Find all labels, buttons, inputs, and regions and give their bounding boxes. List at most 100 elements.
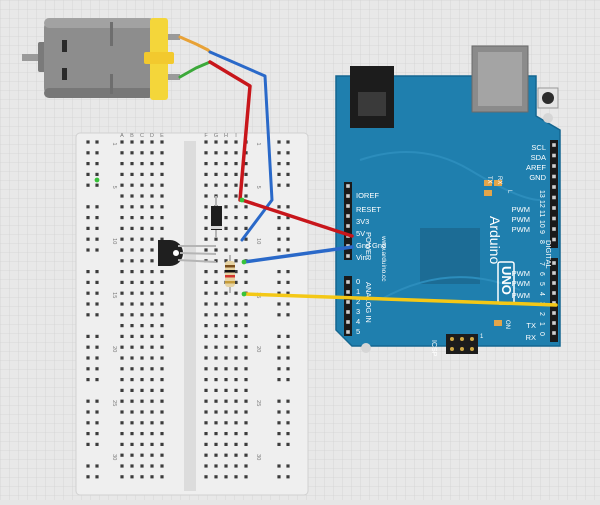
wire-yellow-pin2 [242,292,558,307]
breadboard-hole [150,442,154,446]
breadboard-hole [224,421,228,425]
breadboard-hole [214,388,218,392]
breadboard-hole [140,216,144,220]
breadboard-rail-hole [286,378,290,382]
breadboard-rail-hole [95,280,99,284]
header-pin [346,204,350,208]
breadboard-hole [120,464,124,468]
breadboard-hole [204,205,208,209]
breadboard-rail-hole [86,334,90,338]
breadboard-hole [130,475,134,479]
breadboard-hole [214,151,218,155]
diode-stripe [211,226,222,229]
header-pin [346,310,350,314]
breadboard-row-number: 1 [111,142,117,145]
label-pwm-1: PWM [512,205,530,214]
breadboard-rail-hole [86,291,90,295]
digital-pin-number: 12 [538,200,545,208]
breadboard-hole [160,453,164,457]
arduino-model: UNO [499,266,514,295]
breadboard-hole [140,140,144,144]
breadboard-hole [234,291,238,295]
label-pwm-5: PWM [512,279,530,288]
label-scl: SCL [531,143,546,152]
analog-header-title: ANALOG IN [364,282,373,323]
breadboard-hole [120,151,124,155]
breadboard-hole [120,378,124,382]
label-sda: SDA [531,153,546,162]
breadboard-hole [204,378,208,382]
breadboard-hole [150,410,154,414]
breadboard-hole [160,280,164,284]
header-pin [552,164,556,168]
breadboard-rail-hole [95,205,99,209]
breadboard-hole [120,183,124,187]
breadboard-rail-hole [86,140,90,144]
breadboard-hole [234,270,238,274]
breadboard-hole [160,183,164,187]
breadboard-hole [204,183,208,187]
mounting-hole [543,113,553,123]
breadboard-hole [224,248,228,252]
breadboard-rail-hole [95,302,99,306]
breadboard-hole [244,313,248,317]
breadboard-rail-hole [286,280,290,284]
breadboard-hole [234,194,238,198]
breadboard-hole [130,345,134,349]
digital-pin-number: 2 [538,312,545,316]
breadboard-hole [150,151,154,155]
breadboard-hole [244,226,248,230]
breadboard-rail-hole [95,270,99,274]
breadboard-hole [140,388,144,392]
breadboard-rail-hole [95,399,99,403]
breadboard-hole [130,291,134,295]
breadboard-hole [160,226,164,230]
led-label-on: ON [504,320,510,329]
breadboard-hole [224,356,228,360]
header-pin [346,300,350,304]
led-on [494,320,502,326]
breadboard-hole [120,302,124,306]
breadboard-hole [130,399,134,403]
breadboard-rail-hole [286,151,290,155]
digital-pin-number: 1 [538,322,545,326]
breadboard-hole [120,399,124,403]
breadboard-hole [234,162,238,166]
breadboard-rail-hole [95,356,99,360]
breadboard-rail-hole [95,378,99,382]
digital-pin-number: 5 [538,282,545,286]
analog-pin-1: 1 [356,287,360,296]
breadboard-rail-hole [86,410,90,414]
breadboard-rail-hole [286,399,290,403]
breadboard-hole [234,432,238,436]
breadboard-hole [204,345,208,349]
breadboard-hole [140,226,144,230]
breadboard-hole [120,248,124,252]
breadboard-hole [140,183,144,187]
breadboard-hole [150,183,154,187]
breadboard-hole [204,237,208,241]
breadboard-row-number: 15 [111,292,117,298]
digital-pin-number: 10 [538,220,545,228]
breadboard-hole [150,205,154,209]
breadboard-rail-hole [86,475,90,479]
breadboard-hole [130,367,134,371]
breadboard-hole [130,140,134,144]
breadboard-hole [150,475,154,479]
label-gnd-2: Gnd [372,241,386,250]
breadboard-hole [204,442,208,446]
breadboard-hole [214,324,218,328]
breadboard-rail-hole [86,313,90,317]
breadboard-hole [130,302,134,306]
motor-terminal [168,74,180,80]
header-pin [552,174,556,179]
header-pin [346,280,350,284]
breadboard-hole [204,226,208,230]
breadboard-hole [150,421,154,425]
led-rx [494,180,502,186]
breadboard-hole [214,432,218,436]
breadboard-hole [160,237,164,241]
breadboard-hole [130,453,134,457]
breadboard-hole [244,442,248,446]
breadboard-hole [224,388,228,392]
